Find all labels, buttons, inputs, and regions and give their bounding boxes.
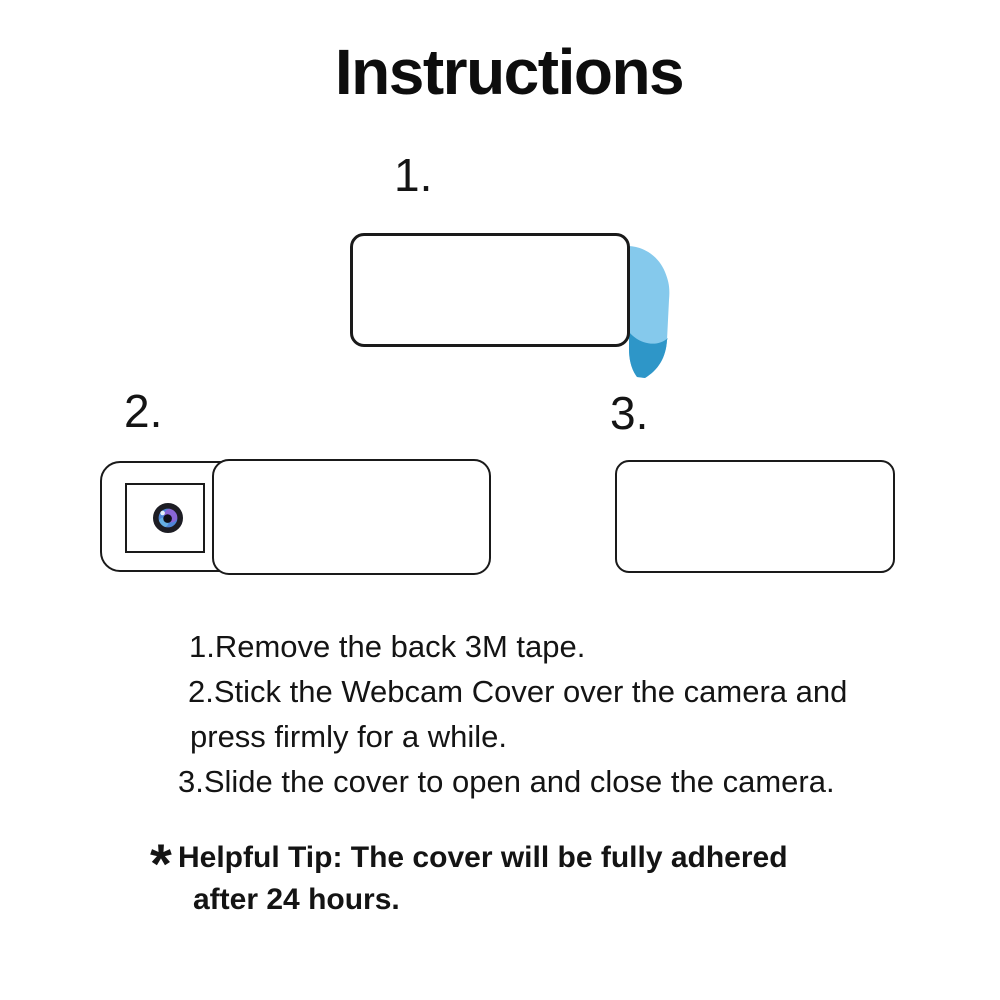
cover-with-tape-illustration [350, 233, 630, 347]
step-1-label: 1. [394, 149, 433, 201]
instruction-line-1: 1.Remove the back 3M tape. [189, 629, 586, 664]
instruction-line-3: press firmly for a while. [190, 719, 507, 754]
step-2-label: 2. [124, 385, 163, 437]
lens-pupil [163, 514, 172, 523]
tip-line-1: Helpful Tip: The cover will be fully adh… [178, 841, 788, 874]
lens-highlight [160, 510, 165, 516]
step-3-label: 3. [610, 387, 649, 439]
peeled-tape-icon [629, 246, 670, 378]
cover-slider-illustration [212, 459, 491, 575]
tip-line-2: after 24 hours. [193, 883, 400, 916]
camera-lens-icon [153, 503, 183, 533]
cover-closed-illustration [615, 460, 895, 573]
instruction-line-2: 2.Stick the Webcam Cover over the camera… [188, 674, 848, 709]
tape-fold [629, 332, 668, 378]
lens-ring [153, 503, 183, 533]
tip-asterisk: * [150, 832, 172, 895]
instruction-line-4: 3.Slide the cover to open and close the … [178, 764, 835, 799]
page-title: Instructions [334, 36, 685, 108]
